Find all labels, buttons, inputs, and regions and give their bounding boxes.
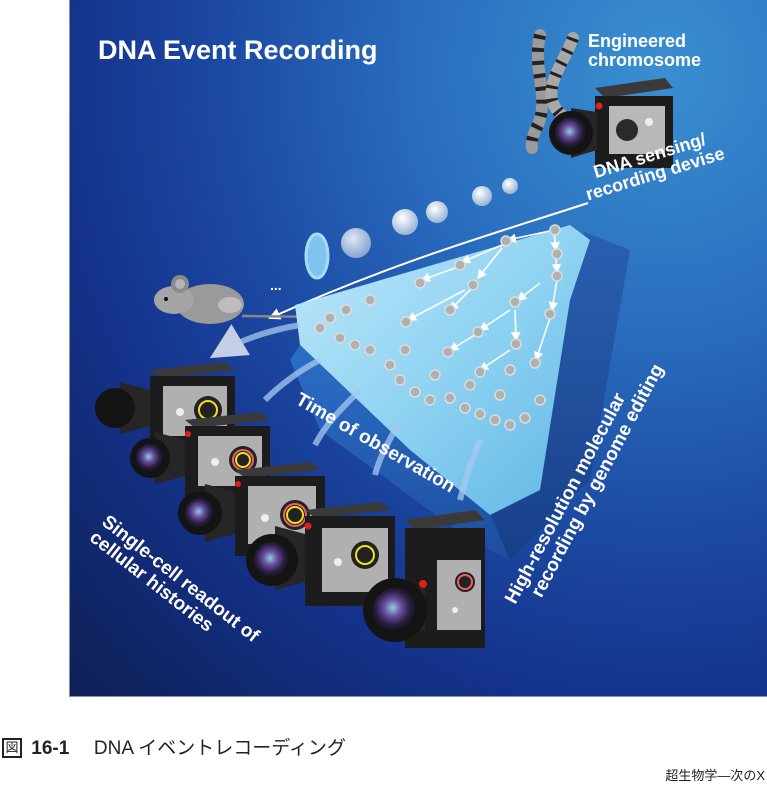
figure-mark: 図 — [2, 738, 22, 758]
recording-device-camera-icon — [549, 78, 673, 168]
source-credit: 超生物学―次のX — [665, 768, 765, 783]
lineage-tree — [406, 229, 562, 371]
figure-title: DNA Event Recording — [98, 35, 378, 65]
figure-number: 16-1 — [31, 738, 70, 759]
camera-icon — [130, 412, 270, 496]
camera-icon — [363, 510, 485, 648]
readout-arrows — [209, 322, 483, 501]
embryo-development-stages: ... — [270, 178, 518, 293]
label-line: chromosome — [588, 49, 702, 70]
illustration: ... — [95, 29, 673, 648]
dna-event-recording-figure: ... — [69, 0, 767, 697]
engineered-chromosome-label: Engineered chromosome — [588, 32, 701, 70]
label-line: Engineered — [588, 31, 687, 51]
caption-text: DNA イベントレコーディング — [93, 738, 346, 759]
timeline-arrow — [268, 202, 589, 320]
embryo-ellipsis: ... — [270, 277, 282, 293]
figure-caption: 図 16-1 DNA イベントレコーディング — [2, 733, 346, 760]
cells — [314, 224, 563, 431]
mouse-icon — [154, 275, 401, 324]
